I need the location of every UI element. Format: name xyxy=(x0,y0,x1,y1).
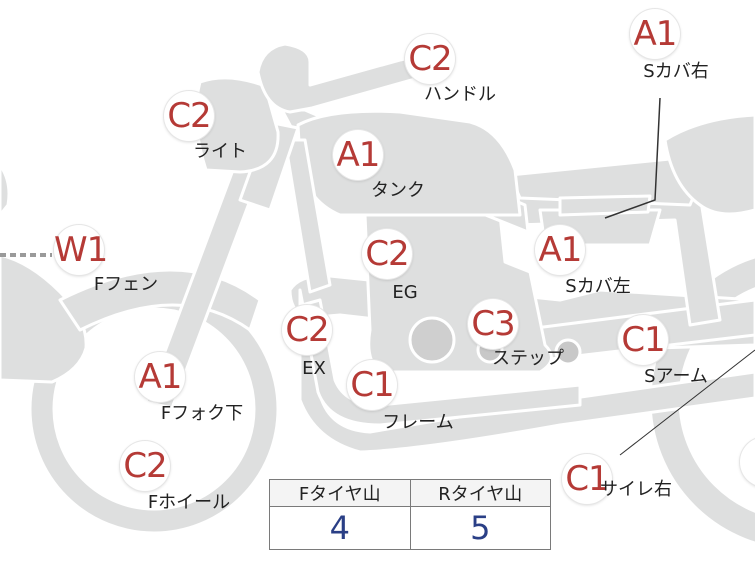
grade-badge-tank: A1 xyxy=(333,130,383,180)
part-label-light: ライト xyxy=(193,141,247,162)
part-label-silencer-right: サイレ右 xyxy=(600,479,672,500)
part-label-f-wheel: Fホイール xyxy=(147,492,231,513)
grade-badge-eg: C2 xyxy=(362,229,412,279)
step-peg-right xyxy=(554,338,582,366)
engine-cover-circle xyxy=(408,316,456,364)
part-label-eg: EG xyxy=(392,282,418,303)
leader-line-silencer-right xyxy=(619,349,755,456)
part-label-tank: タンク xyxy=(371,180,425,201)
tire-table-value-rear: 5 xyxy=(409,506,551,550)
part-label-f-fork-lower: Fフォク下 xyxy=(160,403,244,424)
grade-badge-ex: C2 xyxy=(282,305,332,355)
part-label-s-arm: Sアーム xyxy=(644,366,708,387)
grade-badge-f-fork-lower: A1 xyxy=(135,352,185,402)
tire-table-header-rear: Rタイヤ山 xyxy=(409,479,551,507)
rear-body-shape xyxy=(663,113,755,216)
exhaust-pipe-shape xyxy=(300,298,582,427)
grade-badge-step: C3 xyxy=(468,299,518,349)
grade-badge-side-cover-right: A1 xyxy=(630,9,680,59)
down-frame-shape xyxy=(283,138,332,294)
grade-badge-handle: C2 xyxy=(405,34,455,84)
part-label-f-fender: Fフェン xyxy=(93,274,159,295)
part-label-step: ステップ xyxy=(492,348,564,369)
grade-badge-r-wheel-partial: C xyxy=(740,437,755,487)
grade-badge-frame: C1 xyxy=(347,360,397,410)
part-label-side-cover-left: Sカバ左 xyxy=(565,276,631,297)
part-label-frame: フレーム xyxy=(382,412,454,433)
side-cover-right-plate xyxy=(558,194,652,217)
leader-line-side-cover-right xyxy=(604,97,661,219)
grade-badge-light: C2 xyxy=(164,91,214,141)
tire-table-value-front: 4 xyxy=(269,506,411,550)
part-label-handle: ハンドル xyxy=(424,84,496,105)
grade-badge-s-arm: C1 xyxy=(618,315,668,365)
lower-frame-shape xyxy=(298,288,755,454)
tire-table-header-front: Fタイヤ山 xyxy=(269,479,411,507)
front-fork-upper xyxy=(238,120,300,212)
grade-badge-silencer-right: C1 xyxy=(562,454,612,504)
front-fender-shape xyxy=(0,163,88,384)
grade-badge-side-cover-left: A1 xyxy=(535,225,585,275)
handlebar-shape xyxy=(256,42,442,114)
part-label-ex: EX xyxy=(302,358,326,379)
part-label-side-cover-right: Sカバ右 xyxy=(643,61,709,82)
tire-tread-table: Fタイヤ山 Rタイヤ山 4 5 xyxy=(269,479,551,550)
grade-badge-f-wheel: C2 xyxy=(120,441,170,491)
grade-badge-f-fender: W1 xyxy=(54,225,108,275)
